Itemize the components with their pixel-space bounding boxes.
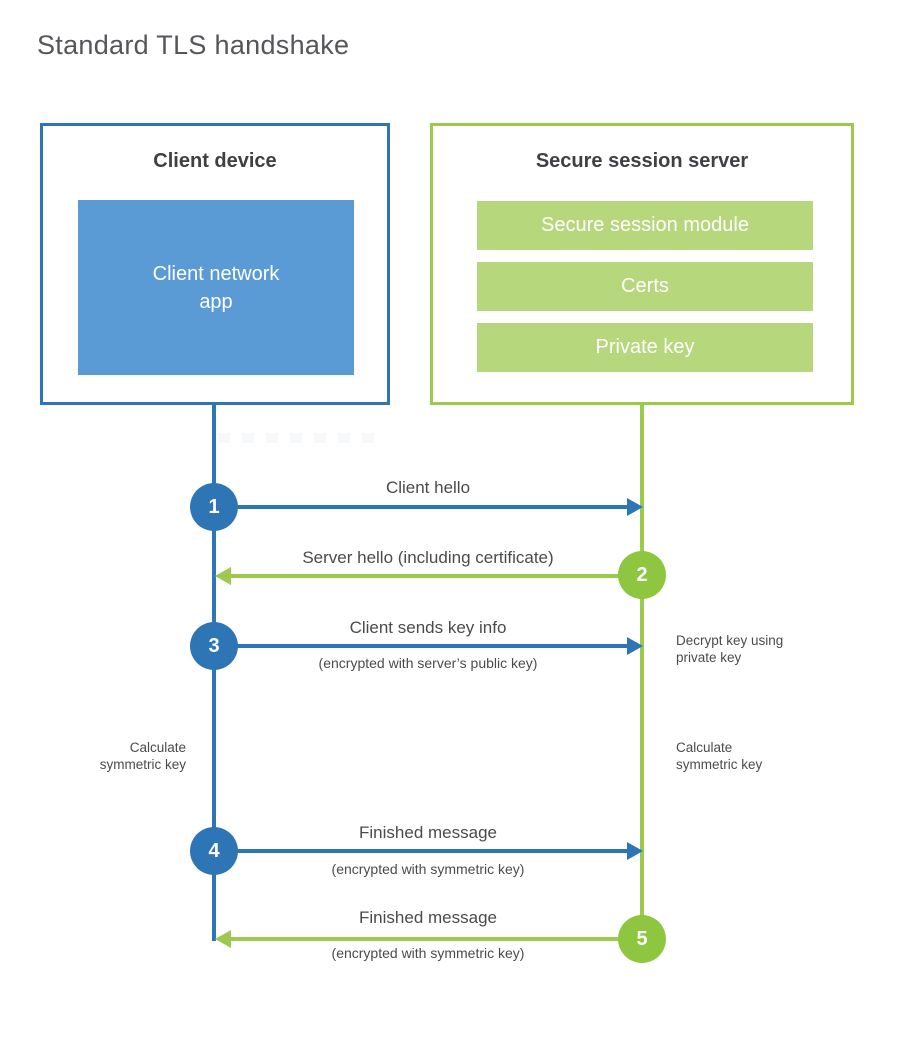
step3-arrow	[214, 637, 643, 655]
step5-sublabel: (encrypted with symmetric key)	[331, 945, 525, 961]
step2-label: Server hello (including certificate)	[302, 548, 554, 567]
server-certs-label: Certs	[621, 275, 669, 297]
note-decrypt-key: Decrypt key using private key	[676, 632, 816, 666]
client-app-label-line1: Client network	[152, 262, 280, 285]
server-module-bar: Secure session module	[477, 201, 813, 250]
server-module-label: Secure session module	[541, 214, 749, 236]
step5-arrow	[215, 930, 642, 948]
note-decrypt-line2: private key	[676, 650, 742, 665]
step4-sublabel: (encrypted with symmetric key)	[331, 861, 525, 877]
server-private-key-bar: Private key	[477, 323, 813, 372]
step2-circle: 2	[618, 551, 666, 599]
step1-circle: 1	[190, 483, 238, 531]
step2-arrow-shaft	[230, 574, 642, 578]
secure-session-server-box: Secure session server Secure session mod…	[430, 123, 854, 405]
step4-circle: 4	[190, 827, 238, 875]
note-calc-symmetric-left: Calculate symmetric key	[60, 739, 186, 773]
client-lifeline	[212, 404, 216, 941]
step1-arrowhead-icon	[627, 498, 643, 516]
step1-arrow-shaft	[214, 505, 628, 509]
page-title: Standard TLS handshake	[37, 30, 350, 60]
server-title: Secure session server	[535, 150, 749, 172]
step3-sublabel: (encrypted with server’s public key)	[318, 655, 538, 671]
step4-arrowhead-icon	[627, 842, 643, 860]
note-calc-left-line1: Calculate	[129, 740, 186, 755]
step1-arrow	[214, 498, 643, 516]
step5-circle: 5	[618, 915, 666, 963]
step3-arrowhead-icon	[627, 637, 643, 655]
step1-label: Client hello	[385, 478, 471, 497]
note-calc-symmetric-right: Calculate symmetric key	[676, 739, 816, 773]
step4-arrow	[214, 842, 643, 860]
step3-label: Client sends key info	[349, 618, 507, 637]
step2-arrowhead-icon	[215, 567, 231, 585]
note-calc-right-line2: symmetric key	[676, 757, 763, 772]
note-decrypt-line1: Decrypt key using	[676, 633, 784, 648]
step5-arrowhead-icon	[215, 930, 231, 948]
client-app-label-line2: app	[199, 290, 233, 313]
step4-label: Finished message	[359, 823, 497, 842]
step3-circle: 3	[190, 622, 238, 670]
server-certs-bar: Certs	[477, 262, 813, 311]
faint-dashes-artifact	[218, 433, 386, 443]
note-calc-left-line2: symmetric key	[99, 757, 186, 772]
step4-arrow-shaft	[214, 849, 628, 853]
note-calc-right-line1: Calculate	[676, 740, 733, 755]
server-private-key-label: Private key	[595, 336, 695, 358]
client-network-app-box: Client network app	[78, 200, 354, 375]
step3-arrow-shaft	[214, 644, 628, 648]
client-device-box: Client device Client network app	[40, 123, 390, 405]
server-lifeline	[640, 404, 644, 963]
step5-label: Finished message	[359, 908, 497, 927]
step2-arrow	[215, 567, 642, 585]
client-device-title: Client device	[153, 150, 277, 172]
step5-arrow-shaft	[230, 937, 642, 941]
